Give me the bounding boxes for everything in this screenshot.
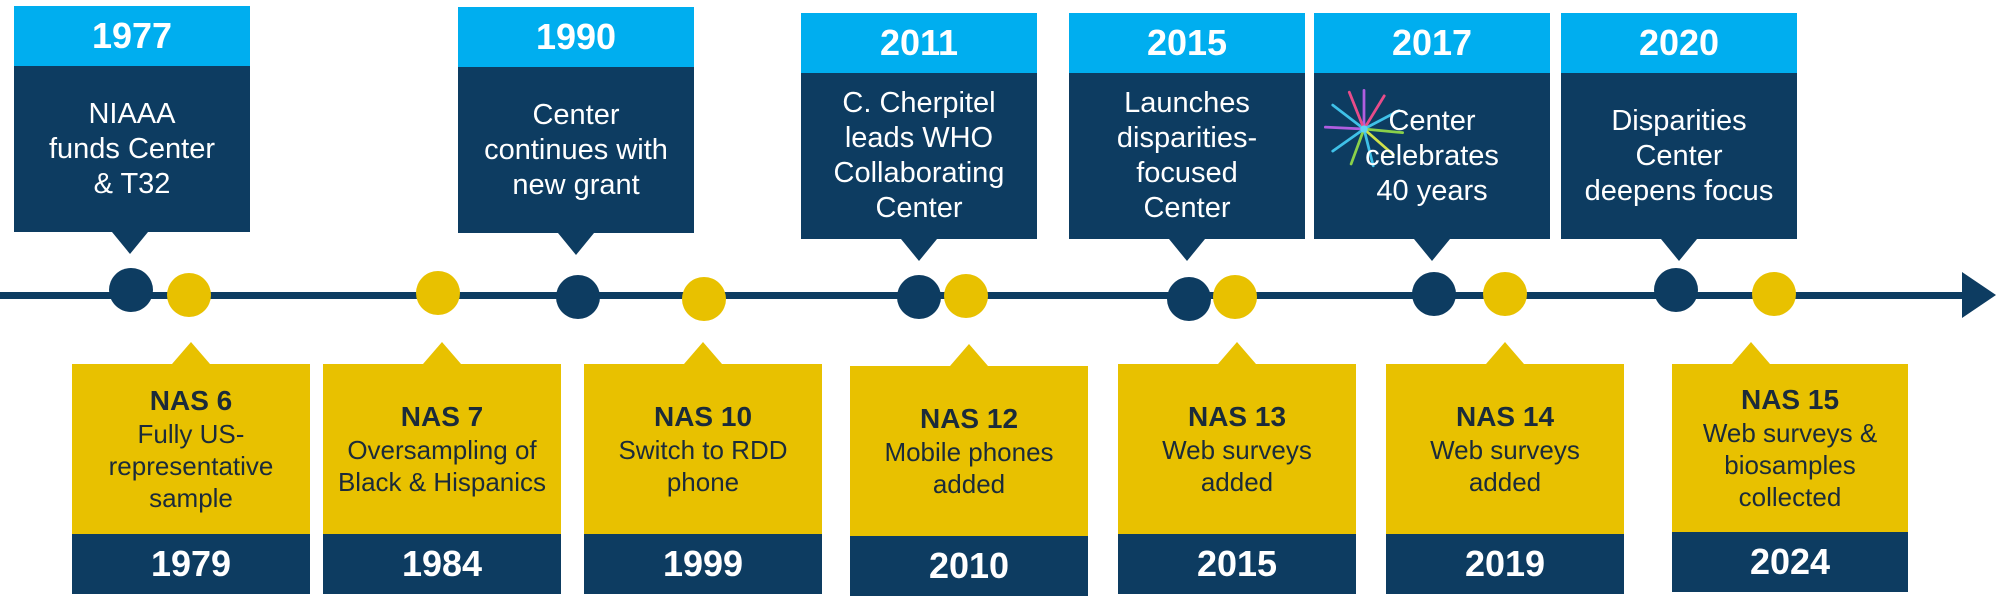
pointer-down — [558, 233, 594, 255]
pointer-down — [112, 232, 148, 254]
top-event-2015: 2015 Launches disparities- focused Cente… — [1069, 13, 1305, 261]
top-event-body: Center continues with new grant — [458, 67, 694, 255]
center-dot-1990 — [556, 275, 600, 319]
survey-text: Fully US- representative sample — [108, 419, 274, 513]
survey-year: 1999 — [584, 534, 822, 594]
top-event-2020: 2020 Disparities Center deepens focus — [1561, 13, 1797, 261]
survey-text: Web surveys added — [1162, 435, 1312, 497]
survey-event-body: NAS 12 Mobile phones added — [850, 366, 1088, 536]
top-event-year: 1990 — [458, 7, 694, 67]
survey-year: 2015 — [1118, 534, 1356, 594]
survey-dot-2015 — [1213, 275, 1257, 319]
pointer-up — [684, 342, 722, 364]
center-dot-2020 — [1654, 268, 1698, 312]
survey-event-1979: NAS 6 Fully US- representative sample 19… — [72, 342, 310, 594]
survey-event-body: NAS 6 Fully US- representative sample — [72, 364, 310, 534]
survey-title: NAS 14 — [1455, 401, 1555, 432]
survey-dot-2024 — [1752, 272, 1796, 316]
survey-event-2015: NAS 13 Web surveys added 2015 — [1118, 342, 1356, 594]
survey-event-body: NAS 10 Switch to RDD phone — [584, 364, 822, 534]
survey-dot-1979 — [167, 273, 211, 317]
survey-event-2024: NAS 15 Web surveys & biosamples collecte… — [1672, 342, 1908, 592]
survey-title: NAS 6 — [149, 385, 233, 416]
survey-text: Oversampling of Black & Hispanics — [337, 435, 547, 497]
pointer-down — [1414, 239, 1450, 261]
top-event-1977: 1977 NIAAA funds Center & T32 — [14, 6, 250, 254]
top-event-1990: 1990 Center continues with new grant — [458, 7, 694, 255]
top-event-text: Center continues with new grant — [484, 98, 668, 201]
top-event-year: 2015 — [1069, 13, 1305, 73]
survey-event-body: NAS 13 Web surveys added — [1118, 364, 1356, 534]
top-event-body: Launches disparities- focused Center — [1069, 73, 1305, 261]
top-event-text: NIAAA funds Center & T32 — [48, 97, 216, 200]
top-event-year: 2020 — [1561, 13, 1797, 73]
survey-title: NAS 10 — [653, 401, 753, 432]
pointer-up — [950, 344, 988, 366]
survey-title: NAS 12 — [919, 403, 1019, 434]
top-event-year: 2017 — [1314, 13, 1550, 73]
pointer-down — [1169, 239, 1205, 261]
top-event-text: Launches disparities- focused Center — [1116, 87, 1258, 224]
survey-year: 1979 — [72, 534, 310, 594]
survey-year: 2019 — [1386, 534, 1624, 594]
pointer-down — [901, 239, 937, 261]
top-event-2011: 2011 C. Cherpitel leads WHO Collaboratin… — [801, 13, 1037, 261]
survey-text: Web surveys & biosamples collected — [1702, 418, 1878, 512]
survey-event-body: NAS 14 Web surveys added — [1386, 364, 1624, 534]
survey-year: 1984 — [323, 534, 561, 594]
survey-dot-2010 — [944, 274, 988, 318]
survey-event-body: NAS 15 Web surveys & biosamples collecte… — [1672, 364, 1908, 532]
center-dot-2015 — [1167, 277, 1211, 321]
survey-event-1999: NAS 10 Switch to RDD phone 1999 — [584, 342, 822, 594]
center-dot-1977 — [109, 268, 153, 312]
top-event-body: Disparities Center deepens focus — [1561, 73, 1797, 261]
survey-event-1984: NAS 7 Oversampling of Black & Hispanics … — [323, 342, 561, 594]
timeline-arrow-icon — [1962, 272, 1996, 318]
survey-text: Switch to RDD phone — [618, 435, 788, 497]
fireworks-icon — [1323, 88, 1405, 168]
top-event-body: NIAAA funds Center & T32 — [14, 66, 250, 254]
pointer-down — [1661, 239, 1697, 261]
top-event-text: Disparities Center deepens focus — [1584, 104, 1774, 207]
center-dot-2017 — [1412, 272, 1456, 316]
top-event-body: C. Cherpitel leads WHO Collaborating Cen… — [801, 73, 1037, 261]
survey-event-body: NAS 7 Oversampling of Black & Hispanics — [323, 364, 561, 534]
pointer-up — [1732, 342, 1770, 364]
survey-dot-2019 — [1483, 272, 1527, 316]
survey-text: Mobile phones added — [884, 437, 1054, 499]
top-event-text: C. Cherpitel leads WHO Collaborating Cen… — [833, 87, 1005, 224]
survey-dot-1984 — [416, 271, 460, 315]
survey-year: 2024 — [1672, 532, 1908, 592]
center-dot-2011 — [897, 275, 941, 319]
survey-event-2010: NAS 12 Mobile phones added 2010 — [850, 344, 1088, 596]
pointer-up — [1218, 342, 1256, 364]
pointer-up — [423, 342, 461, 364]
pointer-up — [1486, 342, 1524, 364]
survey-year: 2010 — [850, 536, 1088, 596]
top-event-body: Center celebrates 40 years — [1314, 73, 1550, 261]
top-event-year: 1977 — [14, 6, 250, 66]
survey-title: NAS 13 — [1187, 401, 1287, 432]
survey-text: Web surveys added — [1430, 435, 1580, 497]
survey-event-2019: NAS 14 Web surveys added 2019 — [1386, 342, 1624, 594]
survey-dot-1999 — [682, 277, 726, 321]
top-event-text: Center celebrates 40 years — [1365, 104, 1499, 207]
pointer-up — [172, 342, 210, 364]
top-event-year: 2011 — [801, 13, 1037, 73]
top-event-2017: 2017 Center celebrates 40 y — [1314, 13, 1550, 261]
survey-title: NAS 7 — [400, 401, 484, 432]
survey-title: NAS 15 — [1740, 384, 1840, 415]
